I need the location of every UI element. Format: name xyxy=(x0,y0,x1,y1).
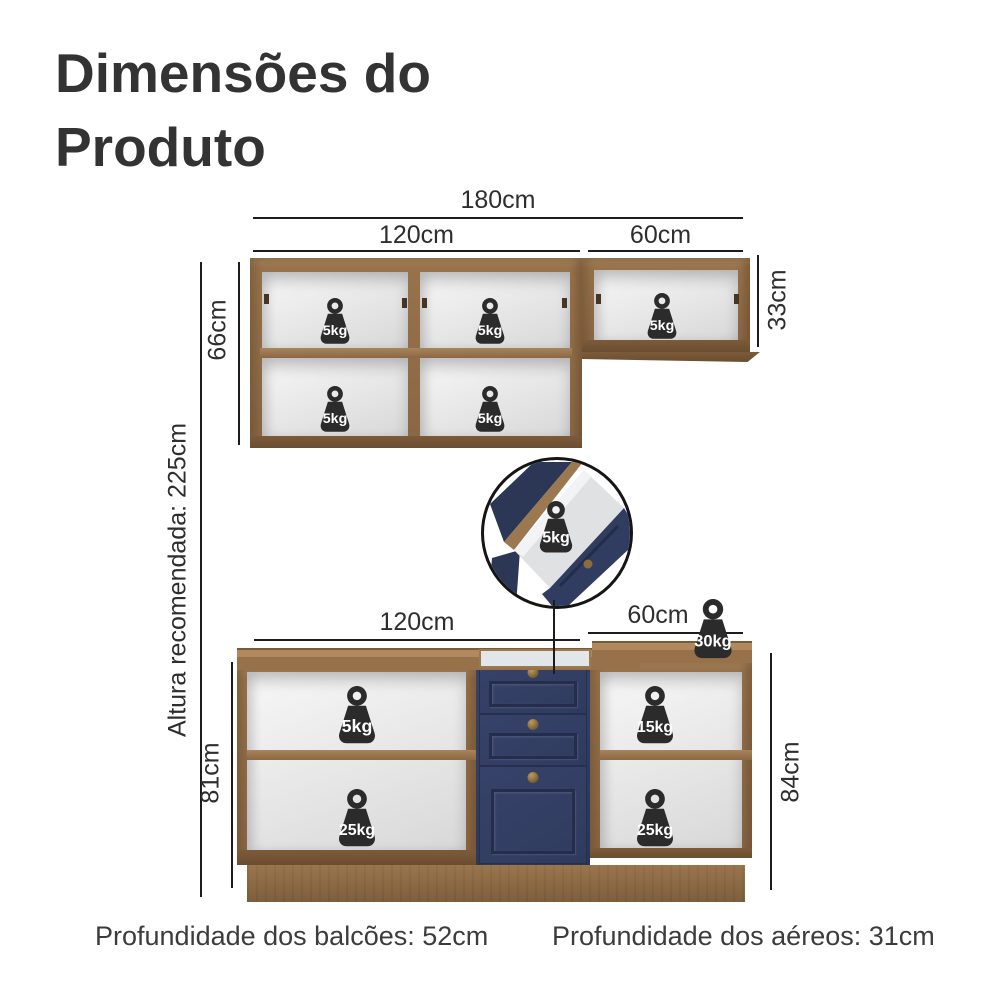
weight-icon: 25kg xyxy=(637,789,673,847)
upper-left-height-label: 66cm xyxy=(203,299,232,361)
weight-label: 15kg xyxy=(637,719,673,736)
upper-right-height-label: 33cm xyxy=(763,269,792,331)
detail-circle: 5kg xyxy=(481,457,633,609)
page-title-line1: Dimensões do xyxy=(55,42,431,104)
upper-cabinet-underside xyxy=(582,340,750,352)
hinge-icon xyxy=(596,294,601,304)
drawer-front xyxy=(479,714,587,766)
weight-label: 5kg xyxy=(323,411,348,427)
upper-cabinet-underside xyxy=(250,436,582,448)
weight-label: 5kg xyxy=(478,323,503,339)
lower-cabinet-bottom xyxy=(590,848,752,858)
upper-total-width-line xyxy=(253,217,743,219)
weight-icon: 15kg xyxy=(637,686,673,744)
hinge-icon xyxy=(562,298,567,308)
footer-counters-depth: Profundidade dos balcões: 52cm xyxy=(95,921,489,951)
page-title-line2: Produto xyxy=(55,116,266,178)
upper-shelf xyxy=(260,348,572,358)
lower-left-width-label: 120cm xyxy=(379,608,455,636)
weight-label: 5kg xyxy=(542,528,570,546)
upper-right-width-label: 60cm xyxy=(629,221,692,249)
drawer-panel-inset xyxy=(489,733,577,759)
recommended-height-line xyxy=(200,262,202,897)
lower-right-height-line xyxy=(770,653,772,890)
lower-cabinet-right-section xyxy=(590,660,752,858)
weight-icon: 5kg xyxy=(475,298,505,344)
lower-drawer-unit xyxy=(476,658,590,865)
weight-label: 5kg xyxy=(323,323,348,339)
weight-icon: 5kg xyxy=(320,298,350,344)
weight-icon: 30kg xyxy=(694,599,732,659)
lower-shelf xyxy=(600,750,752,760)
weight-icon: 25kg xyxy=(339,789,375,847)
weight-label: 5kg xyxy=(342,716,373,736)
upper-left-width-line xyxy=(253,250,580,252)
upper-cabinet-left-section xyxy=(250,258,582,448)
weight-label: 30kg xyxy=(694,632,732,650)
weight-icon: 5kg xyxy=(475,386,505,432)
footer-wall-units-depth: Profundidade dos aéreos: 31cm xyxy=(552,921,935,951)
weight-label: 5kg xyxy=(650,318,675,334)
weight-icon: 5kg xyxy=(339,686,375,744)
recommended-height-label: Altura recomendada: 225cm xyxy=(163,422,192,738)
lower-open-tray xyxy=(479,649,591,668)
lower-cabinet-bottom xyxy=(237,850,476,865)
upper-right-height-line xyxy=(757,255,759,347)
drawer-knob xyxy=(527,667,539,678)
drawer-knob xyxy=(527,719,539,730)
weight-icon: 5kg xyxy=(539,501,573,553)
lower-right-width-label: 60cm xyxy=(627,601,689,629)
hinge-icon xyxy=(422,298,427,308)
lower-right-width-line xyxy=(588,632,743,634)
lower-cabinet-plinth xyxy=(247,865,745,902)
door-knob xyxy=(527,772,539,783)
upper-right-bevel xyxy=(582,352,760,362)
lower-right-height-label: 84cm xyxy=(776,741,805,803)
weight-label: 5kg xyxy=(478,411,503,427)
upper-left-height-line xyxy=(238,262,240,445)
lower-compartment xyxy=(600,672,742,848)
hinge-icon xyxy=(402,298,407,308)
lower-left-width-line xyxy=(254,639,580,641)
hinge-icon xyxy=(264,294,269,304)
page-title: Dimensões do Produto xyxy=(55,36,431,184)
weight-icon: 5kg xyxy=(320,386,350,432)
weight-label: 25kg xyxy=(339,822,375,839)
door-panel-inset xyxy=(491,789,575,854)
cabinet-door xyxy=(479,766,587,864)
upper-right-width-line xyxy=(588,250,743,252)
drawer-panel-inset xyxy=(489,681,577,707)
hinge-icon xyxy=(734,294,739,304)
upper-left-width-label: 120cm xyxy=(378,221,455,249)
drawer-front xyxy=(479,662,587,714)
lower-left-height-label: 81cm xyxy=(196,742,225,804)
open-drawer-illustration xyxy=(488,462,630,606)
detail-connector-line xyxy=(553,600,555,674)
upper-total-width-label: 180cm xyxy=(460,186,536,214)
lower-shelf xyxy=(247,750,476,760)
weight-label: 25kg xyxy=(637,822,673,839)
lower-left-height-line xyxy=(231,662,233,888)
weight-icon: 5kg xyxy=(647,293,677,339)
